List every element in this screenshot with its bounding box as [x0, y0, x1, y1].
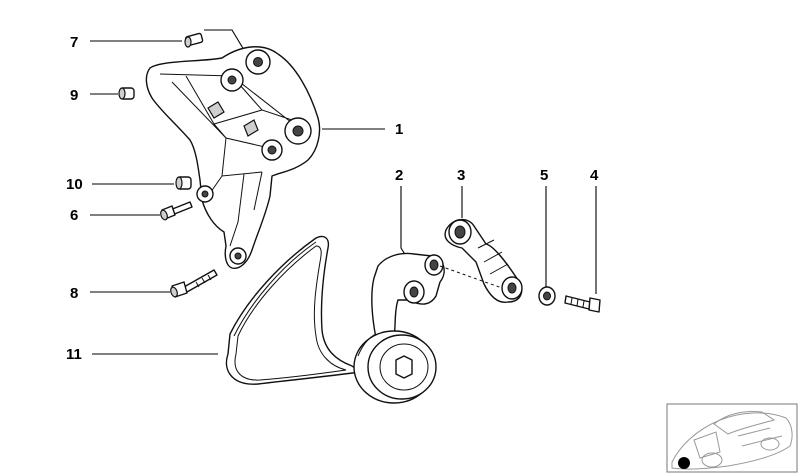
part-8-bolt[interactable]	[169, 269, 218, 298]
part-7-bolt[interactable]	[184, 32, 204, 48]
part-3-hydraulic-tensioner[interactable]	[439, 219, 523, 303]
part-1-bracket[interactable]	[145, 46, 321, 269]
callout-number-1[interactable]: 1	[395, 121, 403, 138]
part-11-ribbed-belt[interactable]	[225, 235, 361, 385]
part-2-tensioner-arm[interactable]	[353, 252, 445, 404]
callout-number-9[interactable]: 9	[70, 87, 78, 104]
leader-line-2	[400, 186, 407, 257]
callout-number-2[interactable]: 2	[395, 167, 403, 184]
part-4-bolt[interactable]	[564, 295, 601, 313]
car-location-icon	[666, 403, 798, 473]
callout-number-6[interactable]: 6	[70, 207, 78, 224]
callout-number-7[interactable]: 7	[70, 34, 78, 51]
callout-number-10[interactable]: 10	[66, 176, 83, 193]
callout-number-3[interactable]: 3	[457, 167, 465, 184]
part-6-bolt[interactable]	[159, 201, 193, 221]
callout-number-5[interactable]: 5	[540, 167, 548, 184]
leader-lines	[90, 29, 597, 355]
callout-number-8[interactable]: 8	[70, 285, 78, 302]
callout-number-11[interactable]: 11	[66, 346, 82, 363]
part-9-sleeve[interactable]	[118, 87, 135, 100]
callout-number-4[interactable]: 4	[590, 167, 599, 184]
part-10-sleeve[interactable]	[175, 176, 192, 190]
part-5-washer[interactable]	[538, 286, 556, 306]
